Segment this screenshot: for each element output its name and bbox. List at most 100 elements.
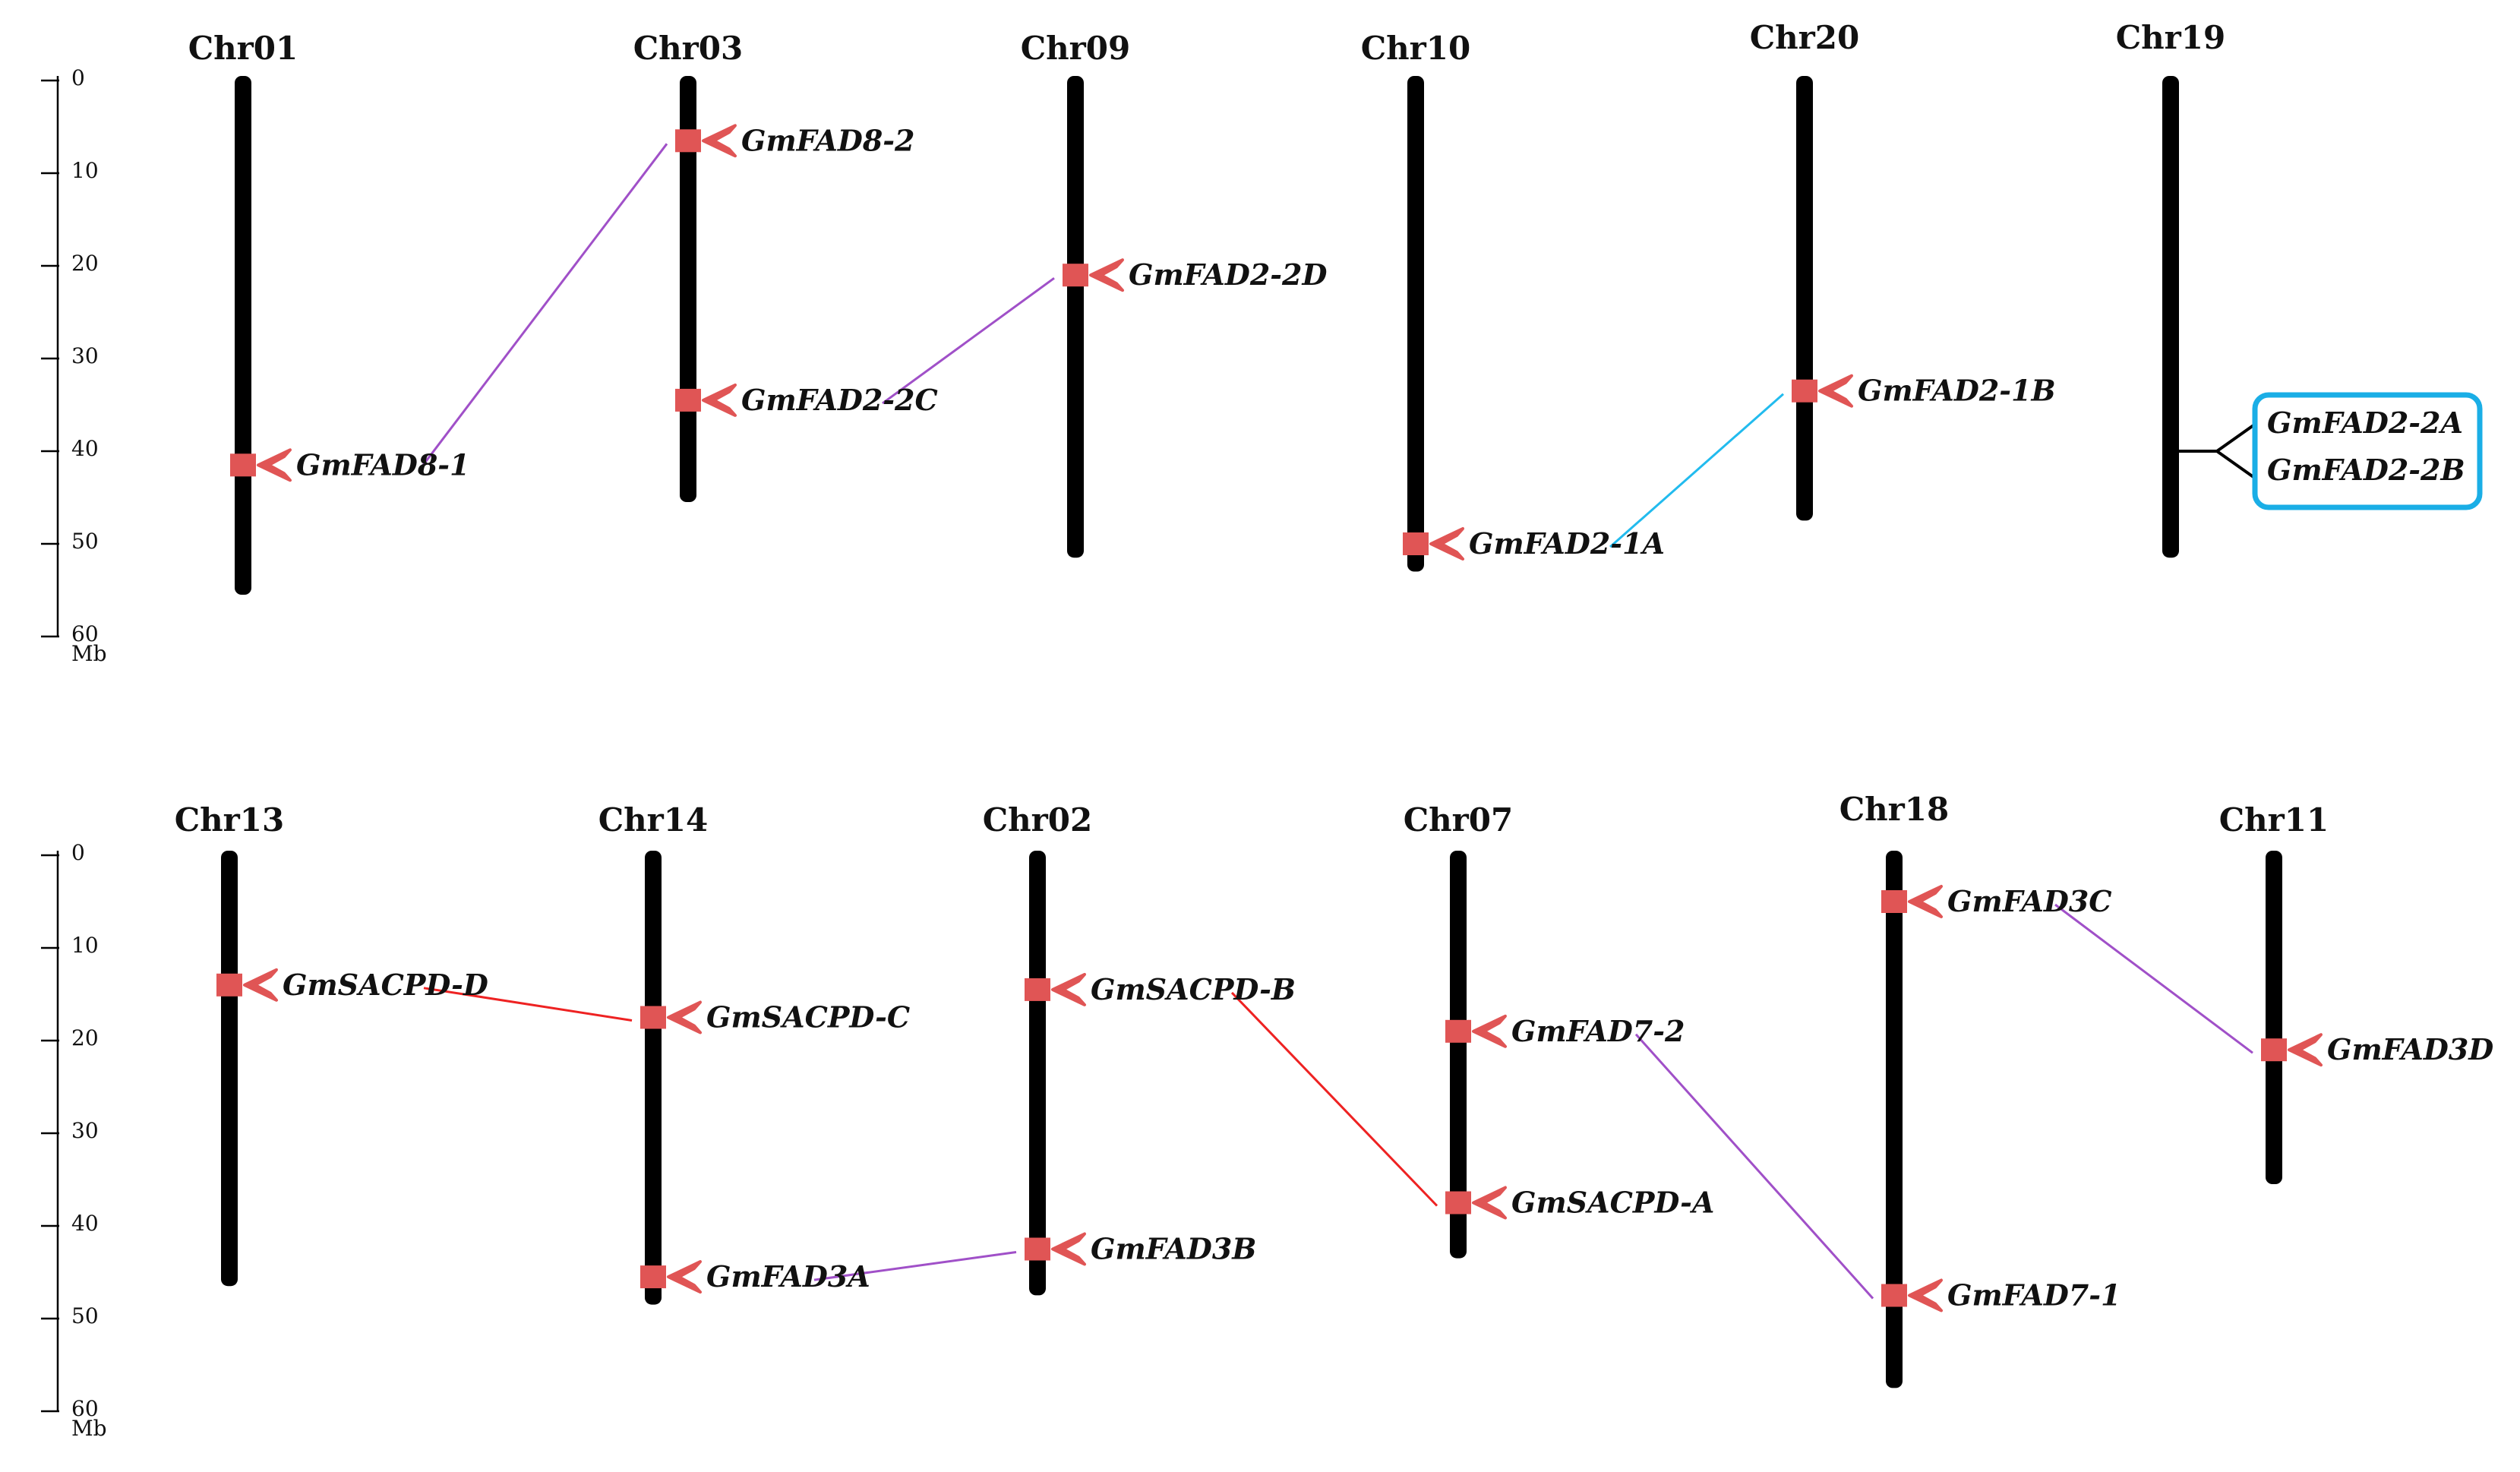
gene-marker xyxy=(1025,1237,1050,1261)
duplication-link xyxy=(419,143,668,469)
duplication-link xyxy=(813,1251,1017,1281)
gene-label: GmFAD3C xyxy=(1947,884,2112,918)
duplication-link xyxy=(1609,393,1784,548)
chromosome-label: Chr19 xyxy=(2116,19,2226,56)
gene-marker xyxy=(1881,1284,1907,1307)
chromosome-bar xyxy=(2162,76,2179,558)
chromosome-bar xyxy=(2266,851,2282,1184)
gene-arrow-icon xyxy=(1472,1186,1507,1220)
gene-marker xyxy=(1881,890,1907,913)
gene-label: GmFAD8-2 xyxy=(741,123,915,157)
bottom-scale-tick-label: 60 xyxy=(71,1396,99,1421)
gene-label: GmFAD8-1 xyxy=(296,447,470,482)
gene-label: GmFAD3B xyxy=(1091,1232,1256,1266)
chromosome-label: Chr09 xyxy=(1021,30,1131,67)
bottom-panel: 0102030405060MbChr13GmSACPD-DChr14GmSACP… xyxy=(41,791,2493,1441)
bottom-scale-tick-label: 40 xyxy=(71,1211,99,1236)
gene-label: GmSACPD-A xyxy=(1511,1186,1714,1220)
chromosome-bar xyxy=(1886,851,1903,1388)
chromosome-label: Chr13 xyxy=(175,801,285,839)
gene-arrow-icon xyxy=(1908,1278,1943,1312)
top-scale-tick-label: 50 xyxy=(71,529,99,554)
gene-label: GmFAD2-1A xyxy=(1469,526,1665,561)
chromosome-bar xyxy=(1450,851,1467,1259)
gene-arrow-icon xyxy=(667,1260,702,1294)
gene-arrow-icon xyxy=(1472,1014,1507,1048)
gene-marker xyxy=(2261,1038,2287,1062)
chromosome-bar xyxy=(1029,851,1046,1296)
gene-marker xyxy=(1063,264,1088,287)
top-scale-tick-label: 60 xyxy=(71,621,99,646)
gene-marker xyxy=(1025,978,1050,1001)
gene-arrow-icon xyxy=(1051,972,1086,1006)
top-panel: 0102030405060MbChr01GmFAD8-1Chr03GmFAD8-… xyxy=(41,19,2483,666)
gene-marker xyxy=(1445,1019,1471,1043)
gene-marker xyxy=(640,1006,666,1029)
top-scale-tick-label: 0 xyxy=(71,65,85,90)
gene-label: GmFAD2-2C xyxy=(741,383,938,417)
chromosome-bar xyxy=(1067,76,1084,558)
bottom-scale-tick-label: 30 xyxy=(71,1118,99,1143)
gene-label: GmFAD2-1B xyxy=(1858,374,2056,408)
chromosome-label: Chr14 xyxy=(598,801,709,839)
gene-marker xyxy=(1403,532,1429,555)
gene-label: GmFAD3A xyxy=(706,1259,870,1294)
gene-marker xyxy=(640,1265,666,1289)
chromosome-label: Chr03 xyxy=(633,30,744,67)
chromosome-label: Chr10 xyxy=(1361,30,1471,67)
top-scale-tick-label: 10 xyxy=(71,158,99,183)
chromosome-label: Chr20 xyxy=(1750,19,1860,56)
gene-label: GmSACPD-B xyxy=(1091,972,1296,1006)
gene-arrow-icon xyxy=(243,968,278,1002)
gene-marker xyxy=(675,129,701,153)
gene-marker xyxy=(216,973,242,997)
gene-arrow-icon xyxy=(1051,1232,1086,1266)
chromosome-label: Chr07 xyxy=(1404,801,1514,839)
gene-label: GmFAD3D xyxy=(2327,1032,2493,1066)
gene-arrow-icon xyxy=(702,383,737,417)
bottom-scale-tick-label: 20 xyxy=(71,1025,99,1050)
gene-arrow-icon xyxy=(667,1000,702,1035)
bottom-scale-tick-label: 10 xyxy=(71,933,99,958)
duplication-link xyxy=(1634,1033,1874,1300)
gene-label: GmSACPD-D xyxy=(283,968,488,1002)
chromosome-label: Chr11 xyxy=(2219,801,2329,839)
top-scale-tick-label: 30 xyxy=(71,343,99,368)
top-scale-tick-label: 20 xyxy=(71,251,99,276)
gene-arrow-icon xyxy=(2288,1033,2323,1067)
boxed-gene-label: GmFAD2-2A xyxy=(2267,406,2463,440)
gene-label: GmFAD7-2 xyxy=(1511,1014,1685,1048)
bottom-scale-unit: Mb xyxy=(71,1416,107,1441)
chromosome-label: Chr18 xyxy=(1839,791,1950,828)
gene-label: GmFAD2-2D xyxy=(1129,257,1328,292)
chromosome-bar xyxy=(1796,76,1813,521)
gene-arrow-icon xyxy=(1818,374,1853,408)
bottom-scale-tick-label: 0 xyxy=(71,840,85,865)
gene-marker xyxy=(675,388,701,412)
chromosome-bar xyxy=(221,851,238,1287)
chromosome-label: Chr01 xyxy=(188,30,298,67)
top-scale-unit: Mb xyxy=(71,641,107,666)
chromosome-bar xyxy=(645,851,662,1305)
gene-arrow-icon xyxy=(1908,885,1943,918)
chromosome-label: Chr02 xyxy=(983,801,1093,839)
boxed-gene-label: GmFAD2-2B xyxy=(2267,453,2465,487)
top-links xyxy=(419,143,1784,548)
gene-marker xyxy=(230,453,256,477)
duplication-link xyxy=(1230,991,1438,1207)
gene-arrow-icon xyxy=(702,124,737,158)
gene-label: GmSACPD-C xyxy=(706,1000,910,1035)
gene-arrow-icon xyxy=(1429,527,1464,561)
boxed-gene-fork xyxy=(2214,424,2255,479)
gene-marker xyxy=(1792,379,1817,403)
